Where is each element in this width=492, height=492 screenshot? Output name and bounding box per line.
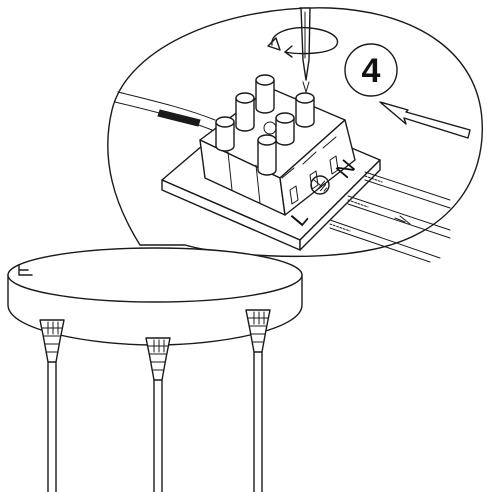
- screw-terminal: [215, 116, 235, 152]
- screwdriver-icon: [299, 7, 311, 93]
- screw-terminal: [255, 74, 275, 114]
- screw-terminal: [275, 112, 295, 146]
- cable-left: [114, 91, 216, 131]
- step-number: 4: [362, 52, 381, 90]
- cable-grip-left: [39, 319, 65, 492]
- screw-terminal: [235, 92, 255, 132]
- screw-terminals: [215, 74, 315, 176]
- earth-symbol-icon: [310, 175, 330, 195]
- screw-terminal: [295, 92, 315, 128]
- screw-terminal: [257, 134, 277, 176]
- incoming-wires: [329, 171, 451, 263]
- ceiling-canopy: [7, 247, 303, 346]
- rotate-arrow-icon: [267, 26, 339, 58]
- cable-grip-right: [245, 309, 271, 492]
- insert-arrow-icon: [379, 101, 471, 139]
- cable-grip-center: [145, 337, 171, 492]
- step-badge: 4: [344, 43, 398, 97]
